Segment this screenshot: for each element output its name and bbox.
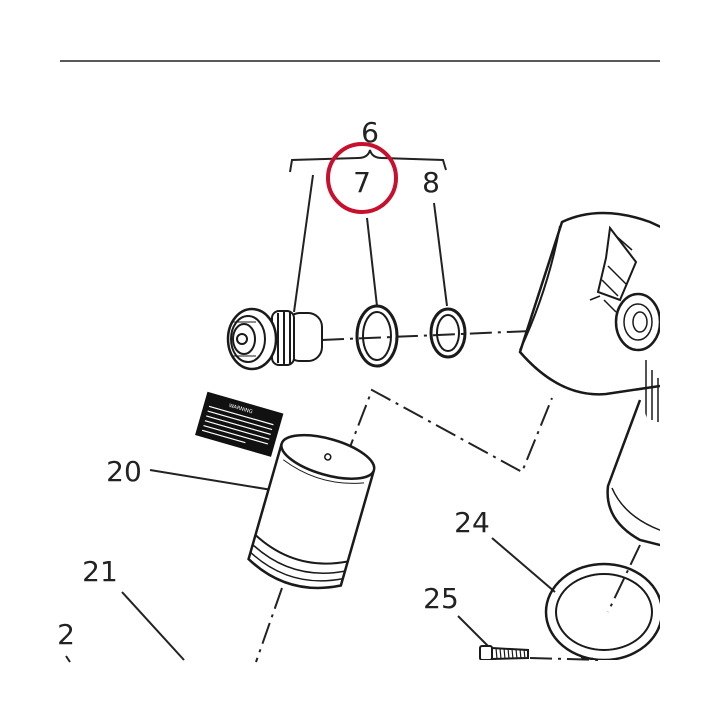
callout-6: 6 [361,116,379,149]
leader-partial [65,655,71,663]
group-bracket-6 [289,149,447,173]
callout-21: 21 [82,555,118,588]
part-clamp-band [544,562,660,660]
highlight-circle [326,142,398,214]
warning-label: WARNING [195,391,284,457]
callout-7: 7 [353,166,371,199]
leader-20 [149,469,273,491]
chain-clamp [607,544,641,613]
leader-21 [121,591,185,661]
part-screw [479,645,529,660]
chain-screw [529,657,601,661]
leader-6 [293,174,314,313]
part-valve-cartridge [226,307,323,371]
callout-25: 25 [423,582,459,615]
part-lower-cylinder [606,399,660,547]
part-filter-canister [247,433,376,590]
leader-7 [366,217,378,307]
part-pump-housing [518,211,660,422]
callout-8: 8 [422,166,440,199]
callout-24: 24 [454,506,490,539]
leader-25 [457,615,491,649]
part-o-ring-7 [355,304,399,368]
chain-filter-lower [255,587,283,663]
part-o-ring-8 [429,307,467,359]
chain-filter-route [344,388,553,474]
leader-24 [491,537,556,593]
callout-partial: 2 [57,618,75,651]
callout-20: 20 [106,455,142,488]
leader-8 [433,202,448,307]
